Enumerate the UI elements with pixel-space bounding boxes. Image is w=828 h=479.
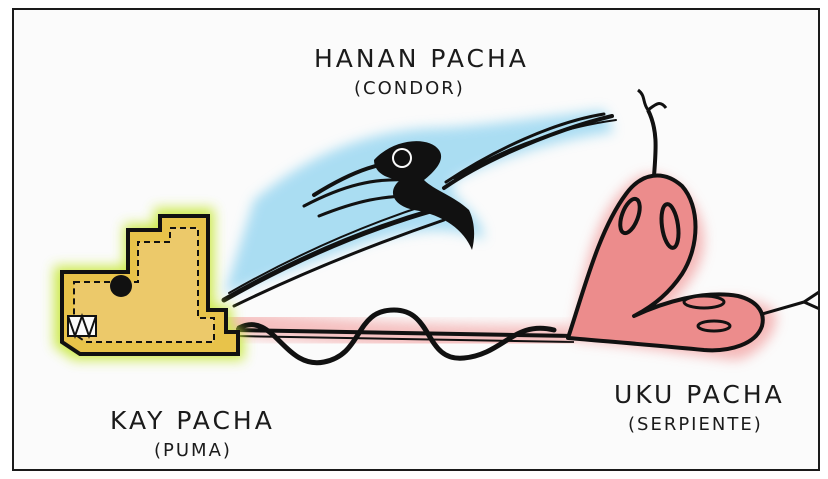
puma-subtitle: (Puma): [154, 442, 232, 460]
condor-subtitle: (Condor): [354, 80, 465, 98]
drawing-frame: Hanan Pacha (Condor) Kay Pacha (Puma) Uk…: [12, 8, 820, 471]
serpent-body: [224, 310, 574, 363]
condor-drawing: [224, 110, 616, 306]
hanan-pacha-title: Hanan Pacha: [314, 46, 529, 71]
uku-pacha-title: Uku Pacha: [614, 382, 785, 407]
puma-drawing: [54, 208, 244, 360]
kay-pacha-title: Kay Pacha: [110, 408, 275, 433]
serpiente-subtitle: (Serpiente): [628, 416, 763, 434]
